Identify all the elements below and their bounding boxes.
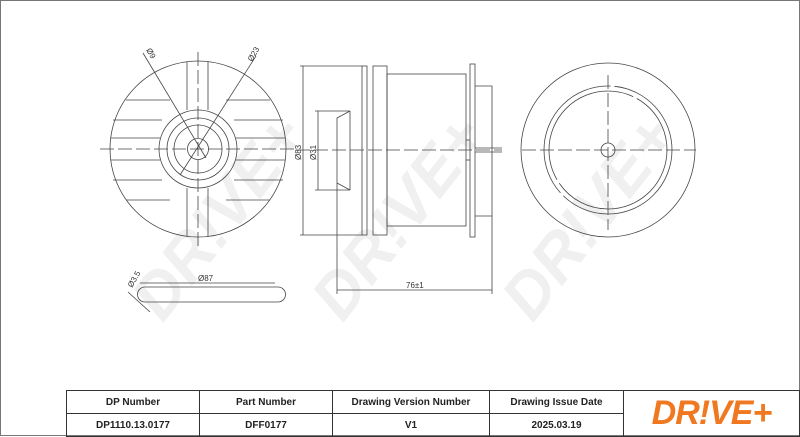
title-block: DP Number Part Number Drawing Version Nu… [66, 390, 800, 437]
header-part-number: Part Number [199, 390, 333, 414]
front-view [100, 52, 296, 246]
logo-text: DR!VE+ [651, 394, 773, 432]
value-part-number: DFF0177 [199, 413, 333, 437]
value-issue-date: 2025.03.19 [489, 413, 624, 437]
header-issue-date: Drawing Issue Date [489, 390, 624, 414]
o-ring-view [127, 282, 286, 313]
dim-oring-section: Ø3.5 [126, 269, 143, 289]
side-view [296, 63, 502, 294]
dim-hole-large: Ø23 [246, 45, 262, 63]
header-dp-number: DP Number [66, 390, 200, 414]
value-drawing-version: V1 [332, 413, 490, 437]
dim-length: 76±1 [406, 281, 424, 290]
header-drawing-version: Drawing Version Number [332, 390, 490, 414]
rear-view [520, 62, 696, 238]
dim-inner-diameter: Ø31 [309, 144, 318, 160]
dim-outer-diameter: Ø83 [294, 144, 303, 160]
dim-oring-diameter: Ø87 [198, 274, 214, 283]
value-dp-number: DP1110.13.0177 [66, 413, 200, 437]
brand-logo: DR!VE+ [623, 390, 800, 437]
